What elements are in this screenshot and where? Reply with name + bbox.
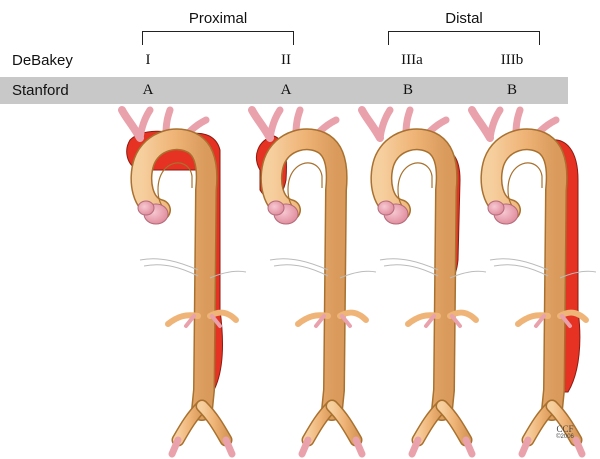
credit-org: CCF bbox=[556, 424, 574, 434]
debakey-type-3a: IIIa bbox=[401, 52, 423, 68]
debakey-row-label: DeBakey bbox=[12, 52, 73, 69]
ccf-credit: CCF ©2006 bbox=[548, 424, 582, 440]
debakey-type-1: I bbox=[145, 52, 151, 68]
stanford-row-band bbox=[0, 77, 568, 104]
distal-heading: Distal bbox=[445, 10, 483, 27]
stanford-row-label: Stanford bbox=[12, 82, 69, 99]
distal-bracket bbox=[388, 31, 540, 45]
stanford-type-3: B bbox=[402, 82, 413, 98]
credit-year: ©2006 bbox=[556, 434, 574, 440]
proximal-bracket bbox=[142, 31, 294, 45]
type-iiib-aorta bbox=[472, 110, 596, 454]
stanford-type-4: B bbox=[506, 82, 517, 98]
debakey-type-2: II bbox=[281, 52, 291, 68]
type-ii-aorta bbox=[252, 110, 376, 454]
proximal-heading: Proximal bbox=[188, 10, 248, 27]
stanford-type-2: A bbox=[280, 82, 292, 98]
type-i-aorta bbox=[122, 110, 246, 454]
type-iiia-aorta bbox=[362, 110, 486, 454]
stanford-type-1: A bbox=[142, 82, 154, 98]
debakey-type-3b: IIIb bbox=[500, 52, 524, 68]
